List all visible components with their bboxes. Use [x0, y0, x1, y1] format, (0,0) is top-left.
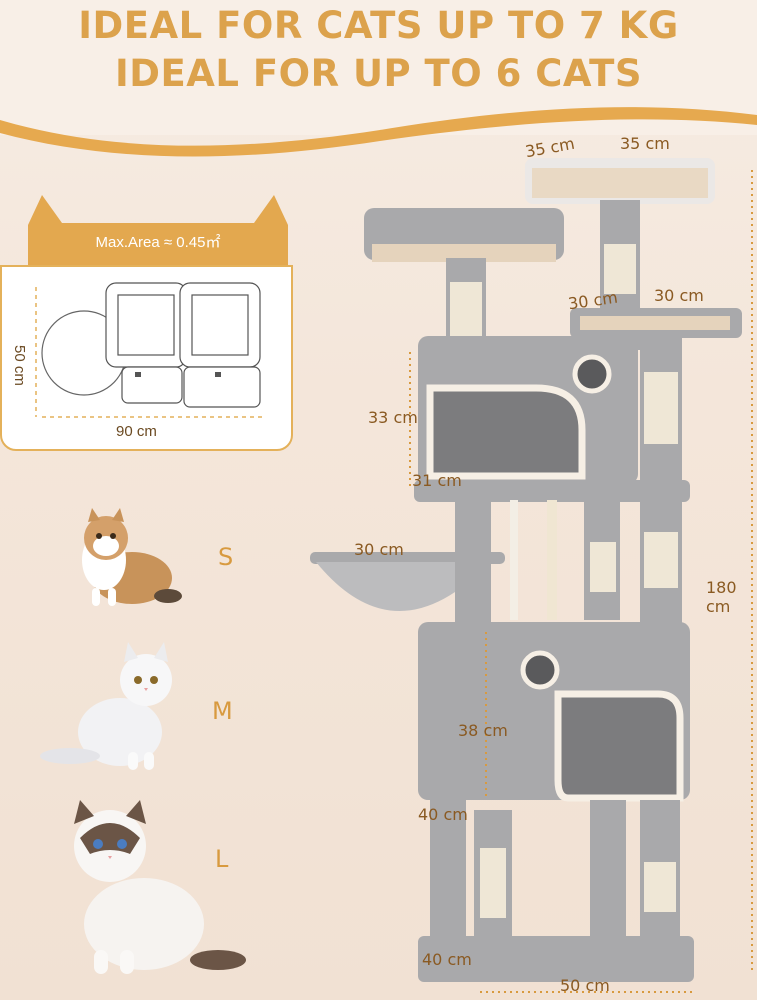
measure-top-right: 35 cm: [620, 134, 670, 153]
measure-hammock: 30 cm: [354, 540, 404, 559]
medium-cat-illustration: [40, 642, 172, 770]
header-wave: [0, 107, 757, 157]
small-cat-illustration: [82, 508, 182, 606]
measure-base-depth: 40 cm: [422, 950, 472, 969]
size-label-s: S: [218, 543, 234, 571]
measure-upper-condo-height: 33 cm: [368, 408, 418, 427]
area-diagram-box: 90 cm: [0, 265, 293, 451]
measure-base-width: 50 cm: [560, 976, 610, 995]
max-area-label: Max.Area ≈ 0.45㎡: [95, 234, 221, 251]
size-label-l: L: [215, 845, 229, 873]
headline-weight: IDEAL FOR CATS UP TO 7 KG: [78, 4, 679, 47]
cat-tree-illustration: [310, 158, 753, 993]
measure-perch-right: 30 cm: [654, 286, 704, 305]
area-depth-label: 50 cm: [11, 345, 28, 386]
floor-plan-diagram: [35, 282, 264, 418]
size-label-m: M: [212, 697, 233, 725]
measure-lower-condo-height: 38 cm: [458, 721, 508, 740]
headline-capacity: IDEAL FOR UP TO 6 CATS: [115, 52, 642, 95]
measure-total-height: 180 cm: [706, 578, 737, 616]
measure-lower-condo-depth: 40 cm: [418, 805, 468, 824]
large-cat-illustration: [74, 800, 246, 974]
max-area-card: Max.Area ≈ 0.45㎡ 90 cm 50 cm: [0, 195, 300, 455]
measure-upper-condo-depth: 31 cm: [412, 471, 462, 490]
area-card-tab: [28, 195, 288, 267]
area-width-label: 90 cm: [116, 423, 157, 440]
